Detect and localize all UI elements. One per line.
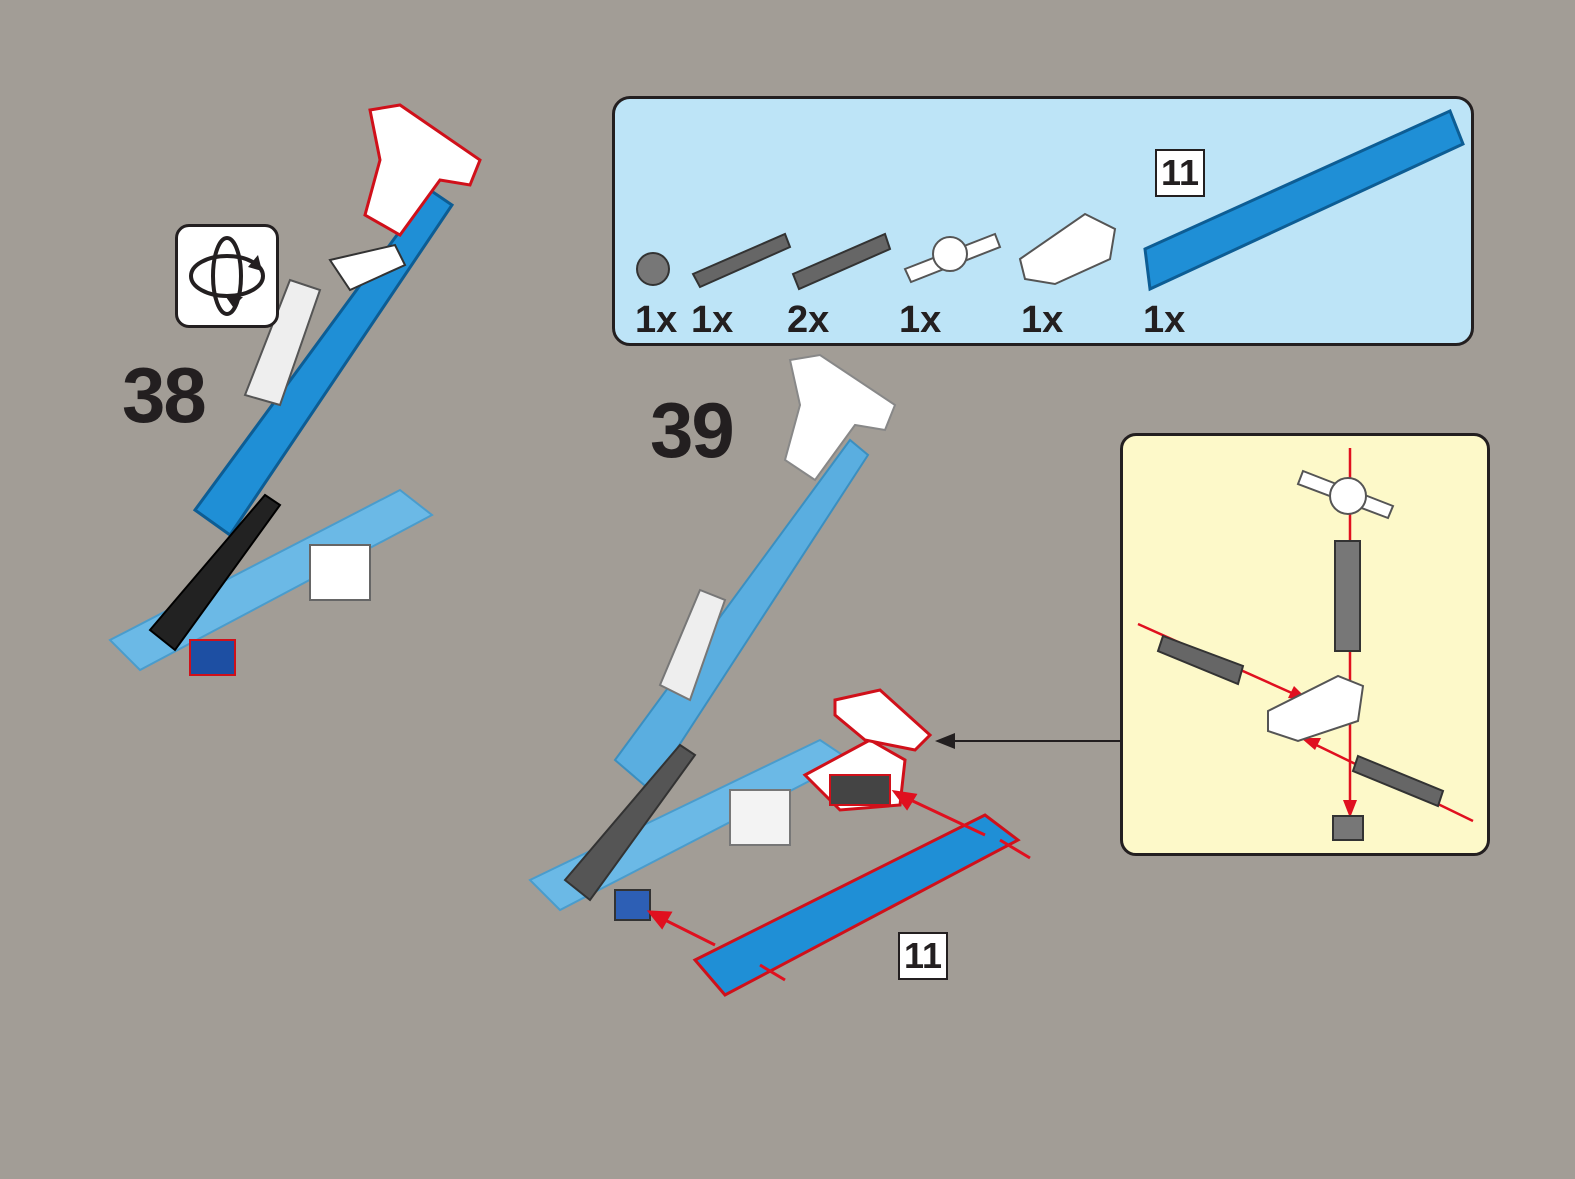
insertion-arrows [646, 789, 1031, 982]
part-pin-long [791, 232, 892, 291]
sub-assembly-callout [1120, 433, 1490, 856]
sub-assembly-illustration [1137, 448, 1474, 841]
part-qty: 1x [635, 299, 678, 341]
rotate-model-icon [175, 224, 279, 328]
part-beam-11 [1143, 108, 1465, 292]
part-qty: 1x [1143, 299, 1186, 341]
step-number-39: 39 [650, 386, 735, 474]
part-qty: 1x [691, 299, 734, 341]
new-beam-11 [692, 813, 1021, 997]
part-cross-block [1018, 212, 1117, 286]
part-axle-connector-hub [903, 232, 1002, 284]
parts-list-panel: 1x 1x 2x 1x 1x 1x 11 [612, 96, 1474, 346]
part-qty: 1x [899, 299, 942, 341]
part-axle-pin [691, 232, 792, 289]
part-qty: 2x [787, 299, 830, 341]
part-bush [636, 252, 670, 286]
parts-illustrations [636, 108, 1465, 292]
assembly-beam-length-badge: 11 [898, 932, 949, 980]
beam-length-badge: 11 [1155, 149, 1206, 197]
part-qty: 1x [1021, 299, 1064, 341]
step-38-model [108, 103, 482, 676]
step-number-38: 38 [122, 351, 207, 439]
callout-pointer-arrow [935, 733, 1120, 749]
step-39-model [528, 353, 933, 921]
